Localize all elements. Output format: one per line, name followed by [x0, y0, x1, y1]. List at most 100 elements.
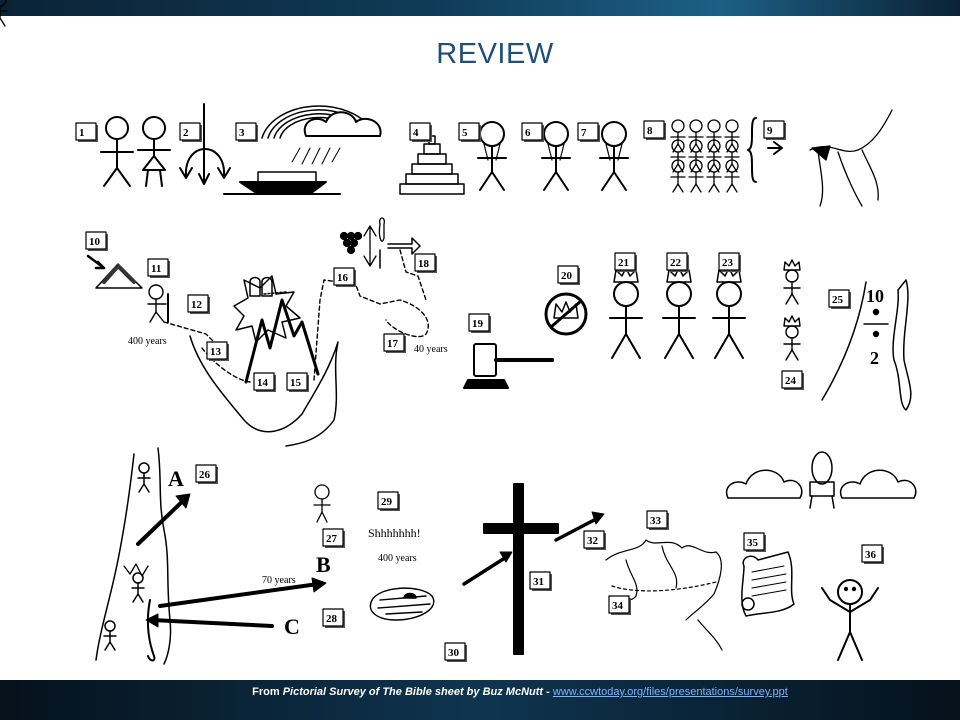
number-label-21: 21	[618, 257, 629, 269]
number-box-5: 5	[458, 122, 481, 142]
number-label-18: 18	[418, 258, 430, 270]
label-400-years-silence: 400 years	[378, 553, 417, 564]
number-box-16: 16	[333, 267, 356, 287]
number-label-34: 34	[612, 600, 624, 612]
number-box-32: 32	[583, 530, 606, 550]
flood-ark-rainbow	[223, 105, 382, 195]
number-box-28: 28	[322, 608, 345, 628]
number-label-30: 30	[448, 647, 460, 659]
number-label-1: 1	[79, 127, 85, 139]
number-box-3: 3	[235, 122, 258, 142]
number-box-21: 21	[614, 252, 637, 272]
number-box-10: 10	[85, 231, 108, 251]
label-a: A	[168, 466, 184, 491]
number-label-23: 23	[722, 257, 734, 269]
number-box-33: 33	[646, 510, 669, 530]
number-box-11: 11	[147, 258, 170, 278]
label-two-tribes: 2	[870, 348, 879, 368]
label-40-years-wilderness: 40 years	[414, 344, 448, 355]
patriarch-figures	[477, 121, 629, 191]
number-label-32: 32	[587, 535, 599, 547]
number-box-36: 36	[861, 544, 884, 564]
number-box-17: 17	[383, 333, 406, 353]
letter-scroll	[741, 551, 795, 617]
adam-eve-figures	[100, 116, 171, 187]
footer-credit: From Pictorial Survey of The Bible sheet…	[0, 686, 960, 698]
number-label-35: 35	[747, 537, 759, 549]
footer-prefix: From	[252, 686, 280, 698]
number-box-27: 27	[322, 528, 345, 548]
pyramid	[86, 254, 143, 289]
number-label-10: 10	[89, 236, 101, 248]
silent-prophet	[313, 484, 331, 523]
number-label-14: 14	[257, 377, 269, 389]
number-label-20: 20	[561, 270, 573, 282]
number-label-36: 36	[865, 549, 877, 561]
captivity-return-arrows	[136, 493, 327, 628]
number-box-13: 13	[206, 341, 229, 361]
label-shhh: Shhhhhhh!	[368, 526, 421, 540]
number-box-30: 30	[444, 642, 467, 662]
number-label-9: 9	[767, 125, 773, 137]
number-box-23: 23	[718, 252, 741, 272]
number-label-33: 33	[650, 515, 662, 527]
footer-url-link[interactable]: www.ccwtoday.org/files/presentations/sur…	[552, 686, 788, 698]
number-label-13: 13	[210, 346, 222, 358]
number-box-18: 18	[414, 253, 437, 273]
number-box-25: 25	[828, 289, 851, 309]
number-box-34: 34	[608, 595, 631, 615]
twelve-tribes	[0, 0, 783, 193]
number-box-24: 24	[781, 370, 804, 390]
label-b: B	[316, 552, 331, 577]
footer-bar	[0, 680, 960, 720]
ten-two-tribes-divider	[821, 279, 912, 411]
number-label-12: 12	[191, 299, 203, 311]
label-c: C	[284, 614, 300, 639]
number-box-31: 31	[529, 571, 552, 591]
number-box-14: 14	[253, 372, 276, 392]
number-label-5: 5	[462, 127, 468, 139]
number-box-35: 35	[743, 532, 766, 552]
mediterranean-map	[605, 539, 723, 651]
pictorial-survey-illustration: 400 years 40 years Shhhhhhh! 400 years 7…	[0, 0, 917, 665]
number-label-3: 3	[239, 127, 245, 139]
footer-dash: -	[546, 686, 550, 698]
number-box-6: 6	[521, 122, 544, 142]
number-label-7: 7	[581, 127, 587, 139]
number-box-29: 29	[377, 491, 400, 511]
manger	[369, 587, 435, 621]
number-label-26: 26	[199, 469, 211, 481]
number-label-16: 16	[337, 272, 349, 284]
top-accent-bar	[0, 0, 960, 16]
fall-arrows	[179, 103, 231, 185]
judges-gavel	[463, 343, 554, 389]
number-box-22: 22	[666, 252, 689, 272]
slide-title: REVIEW	[436, 38, 554, 70]
tower-of-babel	[399, 135, 465, 195]
number-label-15: 15	[290, 377, 302, 389]
number-box-20: 20	[557, 265, 580, 285]
number-label-2: 2	[183, 127, 189, 139]
number-box-19: 19	[468, 313, 491, 333]
number-label-28: 28	[326, 613, 338, 625]
footer-source: Pictorial Survey of The Bible sheet by B…	[282, 686, 544, 698]
number-label-6: 6	[525, 127, 531, 139]
number-label-8: 8	[647, 125, 653, 137]
label-ten-tribes: 10	[866, 286, 884, 306]
number-box-15: 15	[286, 372, 309, 392]
number-box-12: 12	[187, 294, 210, 314]
rejoicing-figure	[821, 579, 879, 661]
number-box-8: 8	[643, 120, 666, 140]
number-label-4: 4	[413, 127, 419, 139]
divided-kingdom-kings	[783, 259, 801, 361]
number-label-11: 11	[151, 263, 161, 275]
exodus-route	[147, 249, 429, 447]
cross	[462, 483, 605, 655]
sinai-law-tablets	[233, 275, 301, 343]
number-label-19: 19	[472, 318, 484, 330]
number-box-7: 7	[577, 122, 600, 142]
number-label-22: 22	[670, 257, 682, 269]
number-label-24: 24	[785, 375, 797, 387]
egypt-map	[809, 109, 893, 207]
